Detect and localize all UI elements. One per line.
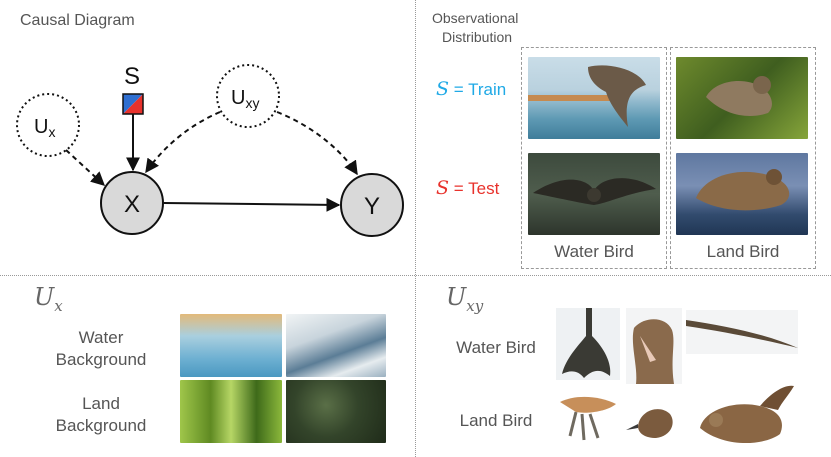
causal-diagram-title: Causal Diagram [20, 12, 135, 29]
water-background-photo-1 [180, 314, 282, 377]
land-bird-caption: Land Bird [706, 242, 780, 261]
wren-head-image [626, 396, 682, 440]
node-y-label: Y [364, 193, 380, 220]
edge-ux-x [65, 149, 106, 186]
land-background-photo-1 [180, 380, 282, 443]
node-s: S [122, 63, 144, 115]
node-uxy: Uxy [216, 64, 280, 128]
horizontal-divider [0, 275, 831, 276]
node-ux-base: U [34, 116, 48, 138]
webbed-foot-image [556, 308, 620, 380]
cactus-wren-image [694, 380, 798, 450]
uxy-land-bird-label: Land Bird [459, 411, 533, 430]
observational-title: Observational Distribution [432, 9, 518, 47]
land-bird-test-photo [676, 153, 808, 235]
test-label: S = Test [436, 177, 500, 199]
train-label: S = Train [436, 78, 507, 100]
uxy-water-bird-label: Water Bird [456, 338, 536, 357]
land-background-photo-2 [286, 380, 386, 443]
water-bird-test-photo [528, 153, 660, 235]
node-uxy-sub: xy [245, 95, 259, 111]
node-ux-sub: x [48, 124, 55, 140]
water-bird-caption: Water Bird [554, 242, 634, 261]
node-s-red-half [123, 94, 143, 114]
uxy-heading: Uxy [446, 283, 484, 315]
bird-claw-image [556, 392, 622, 444]
land-bird-train-photo [676, 57, 808, 139]
ux-heading: Ux [34, 283, 63, 315]
causal-graph: Ux Uxy S X Y [16, 63, 404, 237]
node-x: X [100, 171, 164, 235]
vertical-divider [415, 0, 416, 457]
node-y: Y [340, 173, 404, 237]
svg-text:Uxy: Uxy [231, 87, 259, 111]
water-bird-train-photo [528, 57, 660, 139]
observational-title-line2: Distribution [442, 29, 513, 45]
node-x-label: X [124, 191, 140, 218]
node-uxy-base: U [231, 87, 245, 109]
albatross-head-image [626, 308, 682, 384]
node-ux: Ux [16, 93, 80, 157]
land-bird-group [670, 47, 816, 269]
edge-x-y [163, 197, 341, 212]
wing-image [686, 310, 798, 354]
svg-text:Ux: Ux [34, 116, 55, 140]
node-s-label: S [124, 63, 140, 90]
edge-uxy-y [276, 111, 358, 176]
water-bird-group [521, 47, 667, 269]
edge-uxy-x [145, 111, 221, 174]
water-background-photo-2 [286, 314, 386, 377]
observational-title-line1: Observational [432, 10, 519, 26]
